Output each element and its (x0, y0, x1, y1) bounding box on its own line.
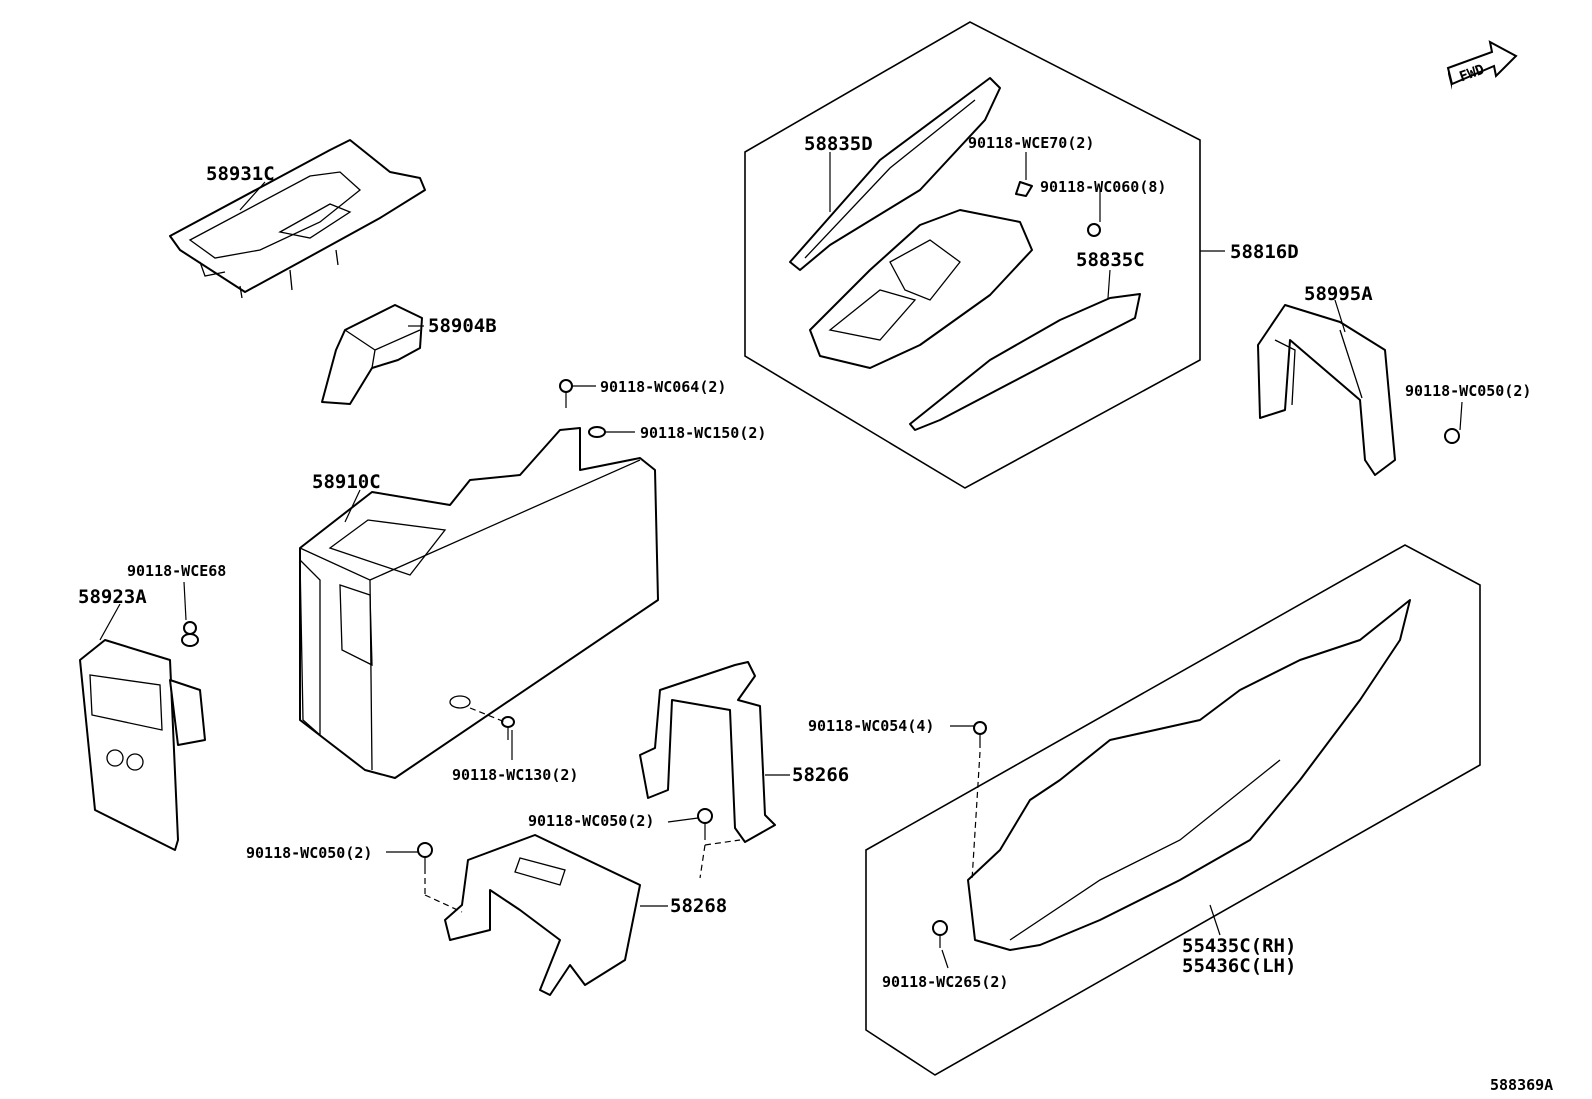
part-55435C-drawing (967, 599, 1411, 951)
label-90118-WC265: 90118-WC265(2) (882, 973, 1008, 991)
label-58904B: 58904B (428, 315, 497, 337)
part-bezel-drawing (809, 209, 1033, 369)
part-58904B-drawing (321, 304, 423, 405)
part-58995A-drawing (1257, 304, 1396, 476)
label-90118-WC150: 90118-WC150(2) (640, 424, 766, 442)
label-55436C: 55436C(LH) (1182, 955, 1296, 977)
label-90118-WC054: 90118-WC054(4) (808, 717, 934, 735)
label-58268: 58268 (670, 895, 727, 917)
dashed-connectors (424, 707, 981, 913)
label-90118-WC050-left: 90118-WC050(2) (246, 844, 372, 862)
label-58910C: 58910C (312, 471, 381, 493)
part-58835C-drawing (909, 293, 1141, 431)
part-58835D-drawing (789, 77, 1001, 271)
part-58266-drawing (639, 661, 776, 843)
label-58931C: 58931C (206, 163, 275, 185)
drawing-number: 588369A (1490, 1076, 1553, 1094)
leader-lines (99, 152, 1463, 969)
fwd-arrow-icon: FWD (1446, 40, 1518, 90)
part-58910C-drawing (299, 427, 659, 779)
label-55435C: 55435C(RH) (1182, 935, 1296, 957)
label-58835C: 58835C (1076, 249, 1145, 271)
label-90118-WC050-right: 90118-WC050(2) (1405, 382, 1531, 400)
label-90118-WCE70: 90118-WCE70(2) (968, 134, 1094, 152)
label-58266: 58266 (792, 764, 849, 786)
fasteners (183, 181, 1460, 948)
part-58923A-drawing (79, 633, 206, 851)
label-90118-WC050-mid: 90118-WC050(2) (528, 812, 654, 830)
kit-58816D-outline (744, 21, 1201, 489)
kit-55435C-outline (865, 544, 1481, 1076)
label-58995A: 58995A (1304, 283, 1373, 305)
part-58268-drawing (444, 834, 641, 996)
label-90118-WCE68: 90118-WCE68 (127, 562, 226, 580)
part-58931C-drawing (169, 139, 426, 299)
label-90118-WC064: 90118-WC064(2) (600, 378, 726, 396)
label-90118-WC130: 90118-WC130(2) (452, 766, 578, 784)
label-90118-WC060: 90118-WC060(8) (1040, 178, 1166, 196)
label-58835D: 58835D (804, 133, 873, 155)
label-58923A: 58923A (78, 586, 147, 608)
label-58816D: 58816D (1230, 241, 1299, 263)
